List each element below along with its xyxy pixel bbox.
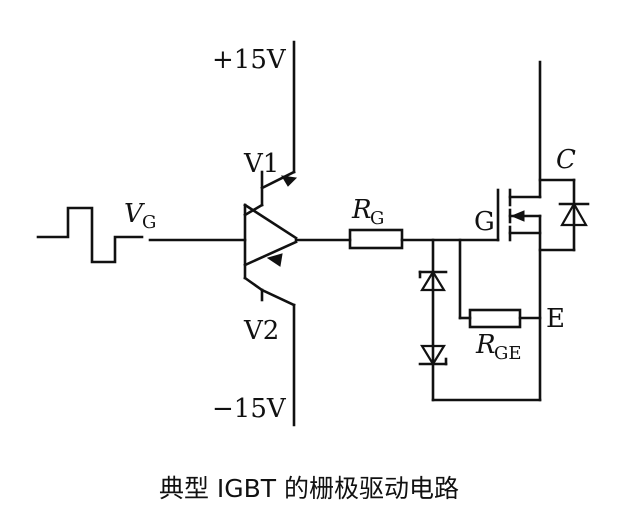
freewheel-diode — [538, 178, 590, 252]
input-voltage-label: V — [124, 199, 145, 229]
igbt-arrow — [510, 210, 525, 222]
input-pulse-waveform — [36, 206, 144, 264]
rg-subscript: G — [370, 208, 384, 229]
collector-label: C — [556, 145, 576, 175]
v2-emitter-arrow — [266, 253, 283, 267]
zener-diode-upper — [418, 269, 448, 292]
v1-emitter-arrow — [281, 175, 298, 187]
igbt — [496, 60, 542, 402]
zener-diode-lower — [418, 344, 448, 367]
transistor-v2 — [243, 240, 298, 307]
input-voltage-subscript: G — [142, 212, 156, 233]
v2-label: V2 — [243, 316, 279, 346]
transistor-v1 — [243, 170, 298, 240]
rge-label: R — [475, 330, 496, 360]
figure-caption: 典型 IGBT 的栅极驱动电路 — [159, 474, 459, 503]
rg-label: R — [351, 195, 372, 225]
resistor-rge — [468, 308, 522, 329]
resistor-rg — [348, 228, 404, 250]
rge-subscript: GE — [494, 343, 522, 364]
negative-supply-label: −15V — [212, 394, 287, 424]
gate-label: G — [474, 207, 495, 237]
v1-label: V1 — [243, 149, 279, 179]
emitter-label: E — [546, 304, 565, 334]
positive-supply-label: +15V — [212, 45, 287, 75]
